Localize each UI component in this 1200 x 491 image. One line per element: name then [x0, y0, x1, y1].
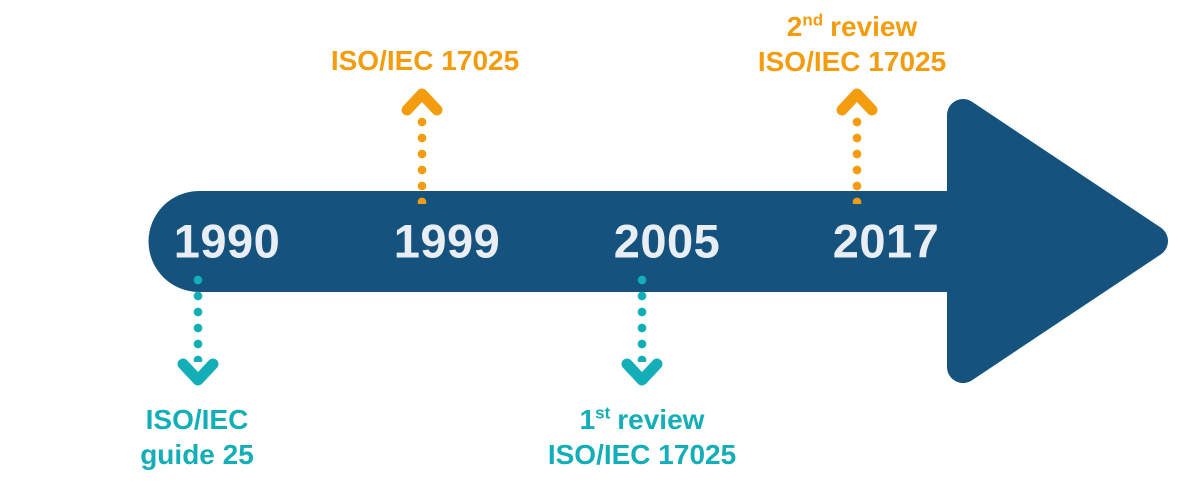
- dotted-line-publication: [417, 114, 427, 204]
- event-label-publication: ISO/IEC 17025: [331, 43, 519, 78]
- year-label-1999: 1999: [393, 214, 501, 268]
- dotted-line-guide25: [193, 272, 203, 362]
- event-label-line: ISO/IEC 17025: [330, 45, 520, 76]
- chevron-down-icon: [621, 358, 663, 386]
- chevron-up-icon: [836, 88, 878, 116]
- chevron-down-icon: [177, 358, 219, 386]
- year-label-2017: 2017: [832, 214, 940, 268]
- dotted-line-first-review: [637, 272, 647, 362]
- dotted-line-second-review: [852, 114, 862, 204]
- event-label-line: guide 25: [140, 439, 254, 470]
- chevron-up-icon: [401, 88, 443, 116]
- timeline-bar-shape: [148, 191, 952, 292]
- event-label-line: ISO/IEC 17025: [547, 439, 737, 470]
- year-label-1990: 1990: [173, 214, 281, 268]
- year-label-2005: 2005: [613, 214, 721, 268]
- event-label-line: ISO/IEC 17025: [757, 46, 947, 77]
- event-label-line: ISO/IEC: [145, 404, 249, 435]
- timeline-arrowhead-shape: [947, 99, 1168, 383]
- event-label-guide25: ISO/IEC guide 25: [140, 402, 254, 472]
